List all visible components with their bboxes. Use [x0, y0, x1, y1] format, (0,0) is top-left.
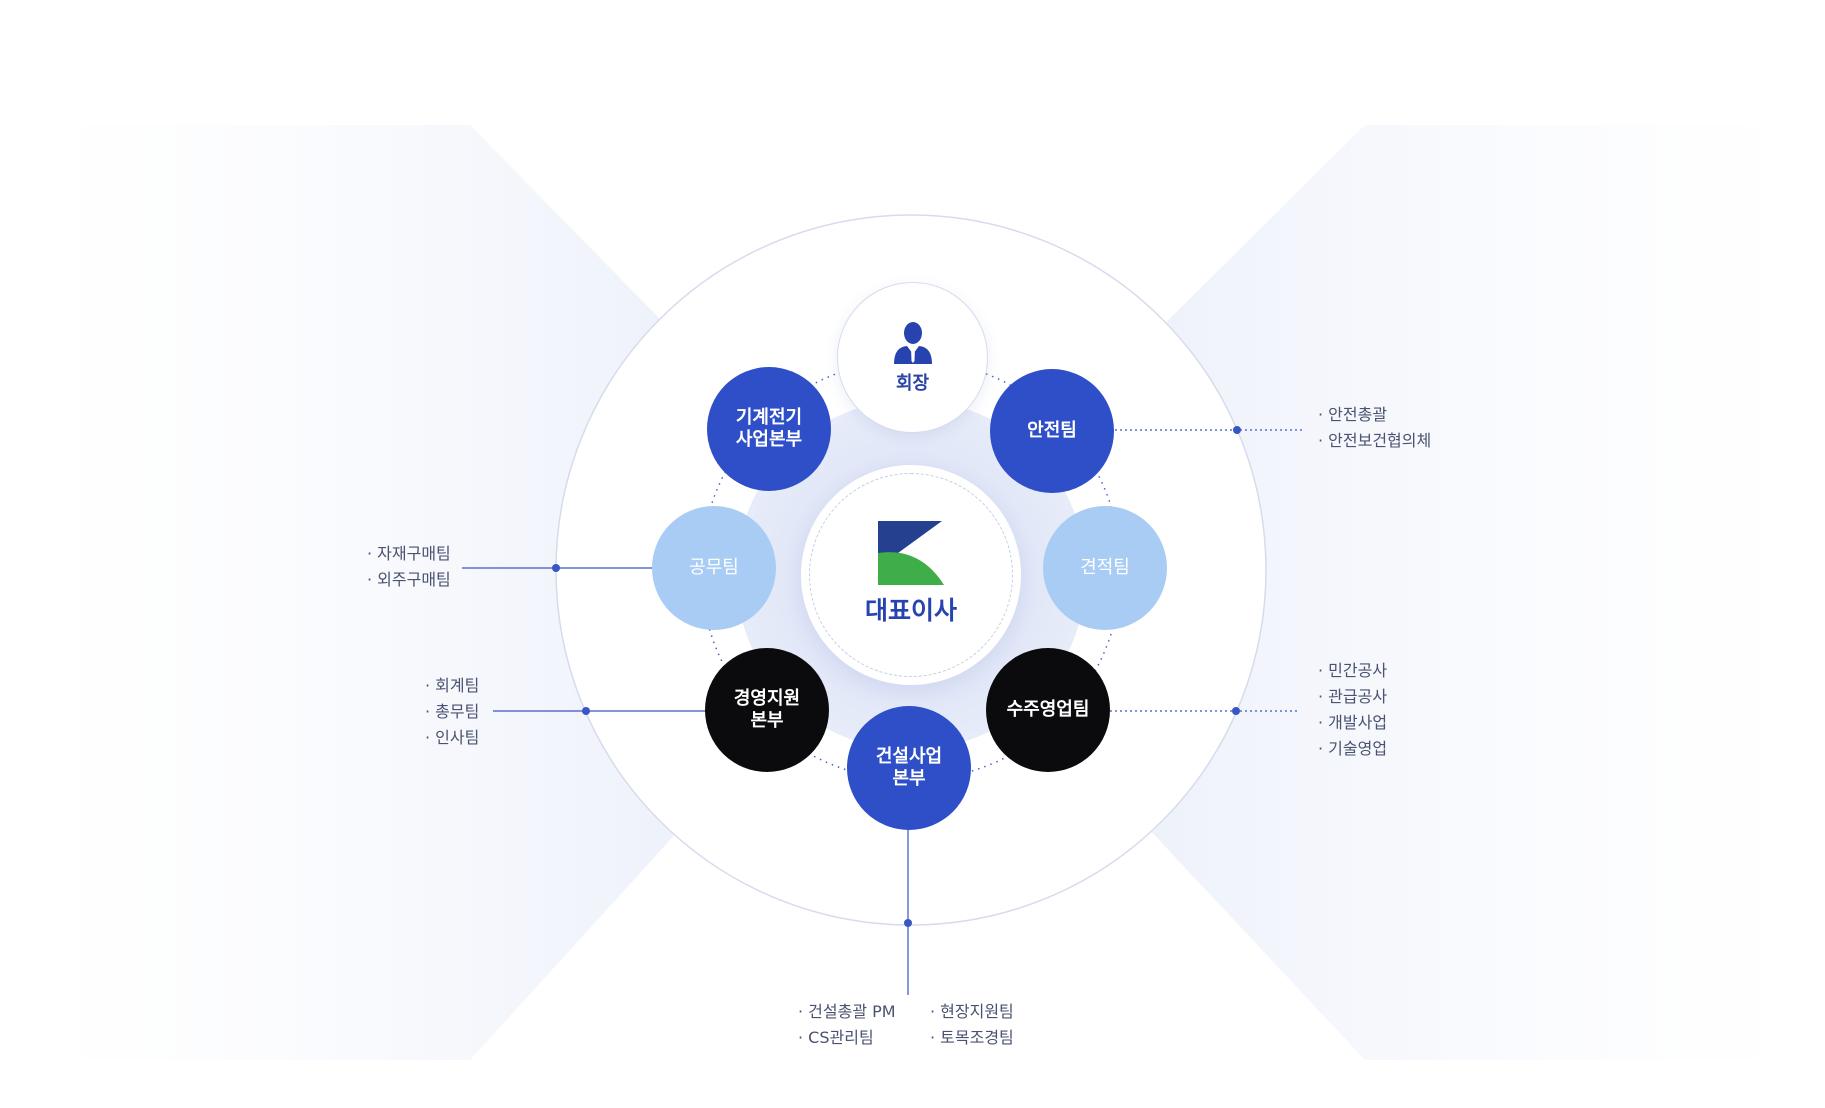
management-sub-list: 회계팀 총무팀 인사팀: [425, 673, 479, 751]
construction-division-label: 건설사업 본부: [875, 746, 943, 789]
dot-safety: [1233, 426, 1241, 434]
dot-affairs: [552, 564, 560, 572]
dot-sales: [1232, 707, 1240, 715]
person-icon: [893, 321, 932, 364]
sales-team-node: 수주영업팀: [986, 648, 1110, 772]
management-support-division-node: 경영지원 본부: [705, 648, 829, 772]
list-item: 외주구매팀: [367, 567, 451, 593]
list-item: 건설총괄 PM: [798, 999, 895, 1025]
construction-affairs-team-label: 공무팀: [689, 557, 739, 578]
chairman-node: 회장: [837, 282, 988, 433]
list-item: 자재구매팀: [367, 541, 451, 567]
sales-team-label: 수주영업팀: [1006, 699, 1090, 720]
sales-sub-list: 민간공사 관급공사 개발사업 기술영업: [1318, 658, 1387, 762]
list-item: 민간공사: [1318, 658, 1387, 684]
construction-affairs-sub-list: 자재구매팀 외주구매팀: [367, 541, 451, 593]
list-item: 인사팀: [425, 725, 479, 751]
list-item: 관급공사: [1318, 684, 1387, 710]
mech-elec-division-label: 기계전기 사업본부: [735, 407, 803, 450]
safety-team-node: 안전팀: [990, 369, 1114, 493]
chairman-label: 회장: [895, 372, 930, 394]
management-support-division-label: 경영지원 본부: [733, 688, 801, 731]
list-item: 기술영업: [1318, 736, 1387, 762]
ceo-dashed-ring: [809, 473, 1013, 677]
list-item: 회계팀: [425, 673, 479, 699]
dot-management: [582, 707, 590, 715]
construction-sub-list-left: 건설총괄 PM CS관리팀: [798, 999, 896, 1051]
safety-team-label: 안전팀: [1027, 420, 1077, 441]
connector-dots: [552, 426, 1241, 927]
mech-elec-division-node: 기계전기 사업본부: [707, 367, 831, 491]
construction-sub-list-right: 현장지원팀 토목조경팀: [930, 999, 1014, 1051]
list-item: 현장지원팀: [930, 999, 1014, 1025]
list-item: 안전보건협의체: [1318, 428, 1431, 454]
list-item: 총무팀: [425, 699, 479, 725]
construction-division-node: 건설사업 본부: [847, 706, 971, 830]
list-item: 토목조경팀: [930, 1025, 1014, 1051]
ceo-node: 대표이사: [801, 465, 1021, 685]
list-item: 안전총괄: [1318, 402, 1431, 428]
safety-sub-list: 안전총괄 안전보건협의체: [1318, 402, 1431, 454]
construction-affairs-team-node: 공무팀: [652, 506, 776, 630]
dot-construction: [904, 919, 912, 927]
estimation-team-label: 견적팀: [1080, 557, 1130, 578]
list-item: 개발사업: [1318, 710, 1387, 736]
estimation-team-node: 견적팀: [1043, 506, 1167, 630]
list-item: CS관리팀: [798, 1025, 896, 1051]
